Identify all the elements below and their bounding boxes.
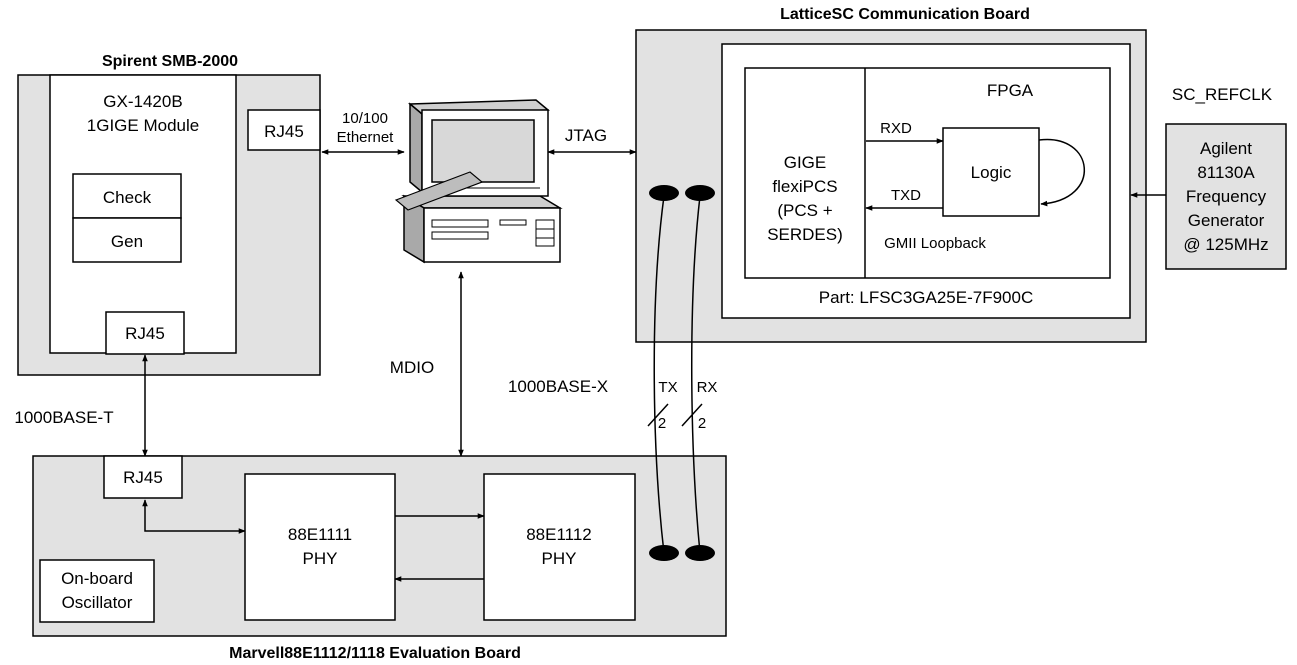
agilent-line4: Generator xyxy=(1188,211,1265,230)
spirent-title: Spirent SMB-2000 xyxy=(102,53,238,70)
tx-cable xyxy=(653,195,665,554)
module-name-line1: GX-1420B xyxy=(103,92,182,111)
oscillator-line1: On-board xyxy=(61,569,133,588)
rx-connector-bottom xyxy=(685,545,715,561)
phy-88e1112 xyxy=(483,473,636,621)
pc-icon xyxy=(394,99,563,264)
rx-label: RX xyxy=(697,379,718,396)
tx-connector-bottom xyxy=(649,545,679,561)
ethernet-label-line1: 10/100 xyxy=(342,110,388,127)
base-x-label: 1000BASE-X xyxy=(508,377,608,396)
tx-label: TX xyxy=(658,379,677,396)
agilent-generator xyxy=(1165,123,1287,270)
phy2-line2: PHY xyxy=(542,549,577,568)
rx-cable xyxy=(690,195,701,554)
tx-connector-top xyxy=(649,185,679,201)
txd-label: TXD xyxy=(891,187,921,204)
rx-width-label: 2 xyxy=(698,415,706,432)
logic-label: Logic xyxy=(971,163,1012,182)
fpga-block xyxy=(744,67,1111,279)
gen-block xyxy=(72,217,182,263)
marvell-rj45-label: RJ45 xyxy=(123,468,163,487)
ethernet-label-line2: Ethernet xyxy=(337,129,395,146)
spirent-rj45-side-label: RJ45 xyxy=(264,122,304,141)
spirent-rj45-bottom-label: RJ45 xyxy=(125,324,165,343)
gige-label-line3: (PCS + xyxy=(777,201,832,220)
logic-block xyxy=(942,127,1040,217)
agilent-line2: 81130A xyxy=(1197,163,1255,182)
gige-label-line1: GIGE xyxy=(784,153,827,172)
tx-width-label: 2 xyxy=(658,415,666,432)
jtag-label: JTAG xyxy=(565,126,607,145)
base-t-label: 1000BASE-T xyxy=(14,408,113,427)
agilent-line3: Frequency xyxy=(1186,187,1267,206)
rx-bus-slash xyxy=(681,403,703,427)
lattice-title: LatticeSC Communication Board xyxy=(780,6,1030,23)
rj45-to-phy1-link xyxy=(142,499,246,534)
spirent-rj45-side xyxy=(247,109,321,151)
fpga-label: FPGA xyxy=(987,81,1034,100)
rxd-label: RXD xyxy=(880,120,912,137)
phy1-line2: PHY xyxy=(303,549,338,568)
gen-label: Gen xyxy=(111,232,143,251)
agilent-line1: Agilent xyxy=(1200,139,1252,158)
part-label: Part: LFSC3GA25E-7F900C xyxy=(819,288,1033,307)
gige-label-line4: SERDES) xyxy=(767,225,843,244)
phy1-line1: 88E1111 xyxy=(288,525,352,544)
spirent-rj45-bottom xyxy=(105,311,185,355)
onboard-oscillator xyxy=(39,559,155,623)
module-name-line2: 1GIGE Module xyxy=(87,116,199,135)
check-label: Check xyxy=(103,188,152,207)
rx-connector-top xyxy=(685,185,715,201)
phy2-line1: 88E1112 xyxy=(526,525,592,544)
gmii-label: GMII Loopback xyxy=(884,235,986,252)
marvell-rj45 xyxy=(103,455,183,499)
mdio-label: MDIO xyxy=(390,358,434,377)
phy-88e1111 xyxy=(244,473,396,621)
marvell-title: Marvell88E1112/1118 Evaluation Board xyxy=(229,645,521,662)
gige-label-line2: flexiPCS xyxy=(772,177,837,196)
tx-bus-slash xyxy=(647,403,669,427)
oscillator-line2: Oscillator xyxy=(62,593,133,612)
agilent-line5: @ 125MHz xyxy=(1183,235,1268,254)
refclk-label: SC_REFCLK xyxy=(1172,85,1273,104)
gmii-loopback-arc xyxy=(1038,138,1085,207)
